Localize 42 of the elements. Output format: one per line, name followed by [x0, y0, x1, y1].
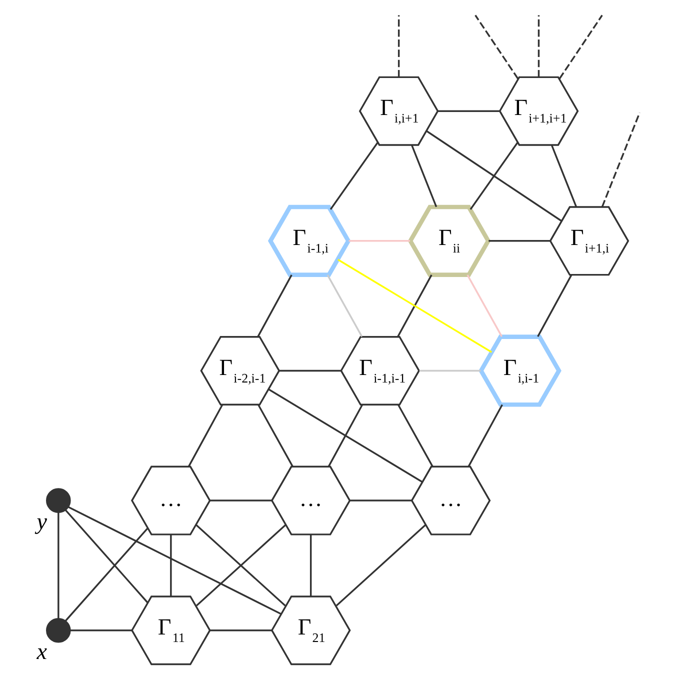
connector — [601, 112, 640, 208]
node-circle — [46, 488, 71, 513]
connector — [336, 524, 426, 606]
connector — [210, 500, 272, 502]
connector — [419, 370, 481, 372]
connector — [550, 144, 578, 208]
node-label: x — [36, 638, 48, 664]
connector — [470, 142, 518, 210]
connector — [438, 110, 500, 112]
connector — [170, 534, 172, 596]
connector — [330, 142, 378, 210]
connector — [488, 240, 550, 242]
connector — [468, 404, 503, 467]
node-label: y — [36, 508, 48, 534]
connector — [410, 144, 438, 208]
connector — [65, 510, 148, 604]
connector — [558, 14, 603, 80]
connector — [328, 404, 364, 467]
connector — [350, 500, 412, 502]
connector — [466, 274, 503, 338]
connector — [257, 274, 292, 338]
node-circle — [46, 618, 71, 643]
connector — [538, 15, 540, 78]
connector — [398, 15, 400, 78]
connector — [58, 512, 60, 619]
connector — [280, 370, 341, 372]
connector — [474, 14, 519, 80]
connector — [326, 274, 363, 338]
connector — [210, 630, 272, 632]
connector — [348, 240, 410, 242]
connector — [64, 528, 148, 622]
connector — [426, 130, 562, 222]
connector — [188, 404, 224, 467]
connector — [258, 404, 294, 467]
connector — [338, 258, 492, 353]
connector — [397, 404, 434, 467]
connector — [268, 388, 423, 483]
connector — [68, 506, 282, 615]
connector — [537, 274, 572, 338]
connector — [310, 534, 312, 596]
connector — [70, 630, 132, 632]
connector — [397, 274, 432, 338]
